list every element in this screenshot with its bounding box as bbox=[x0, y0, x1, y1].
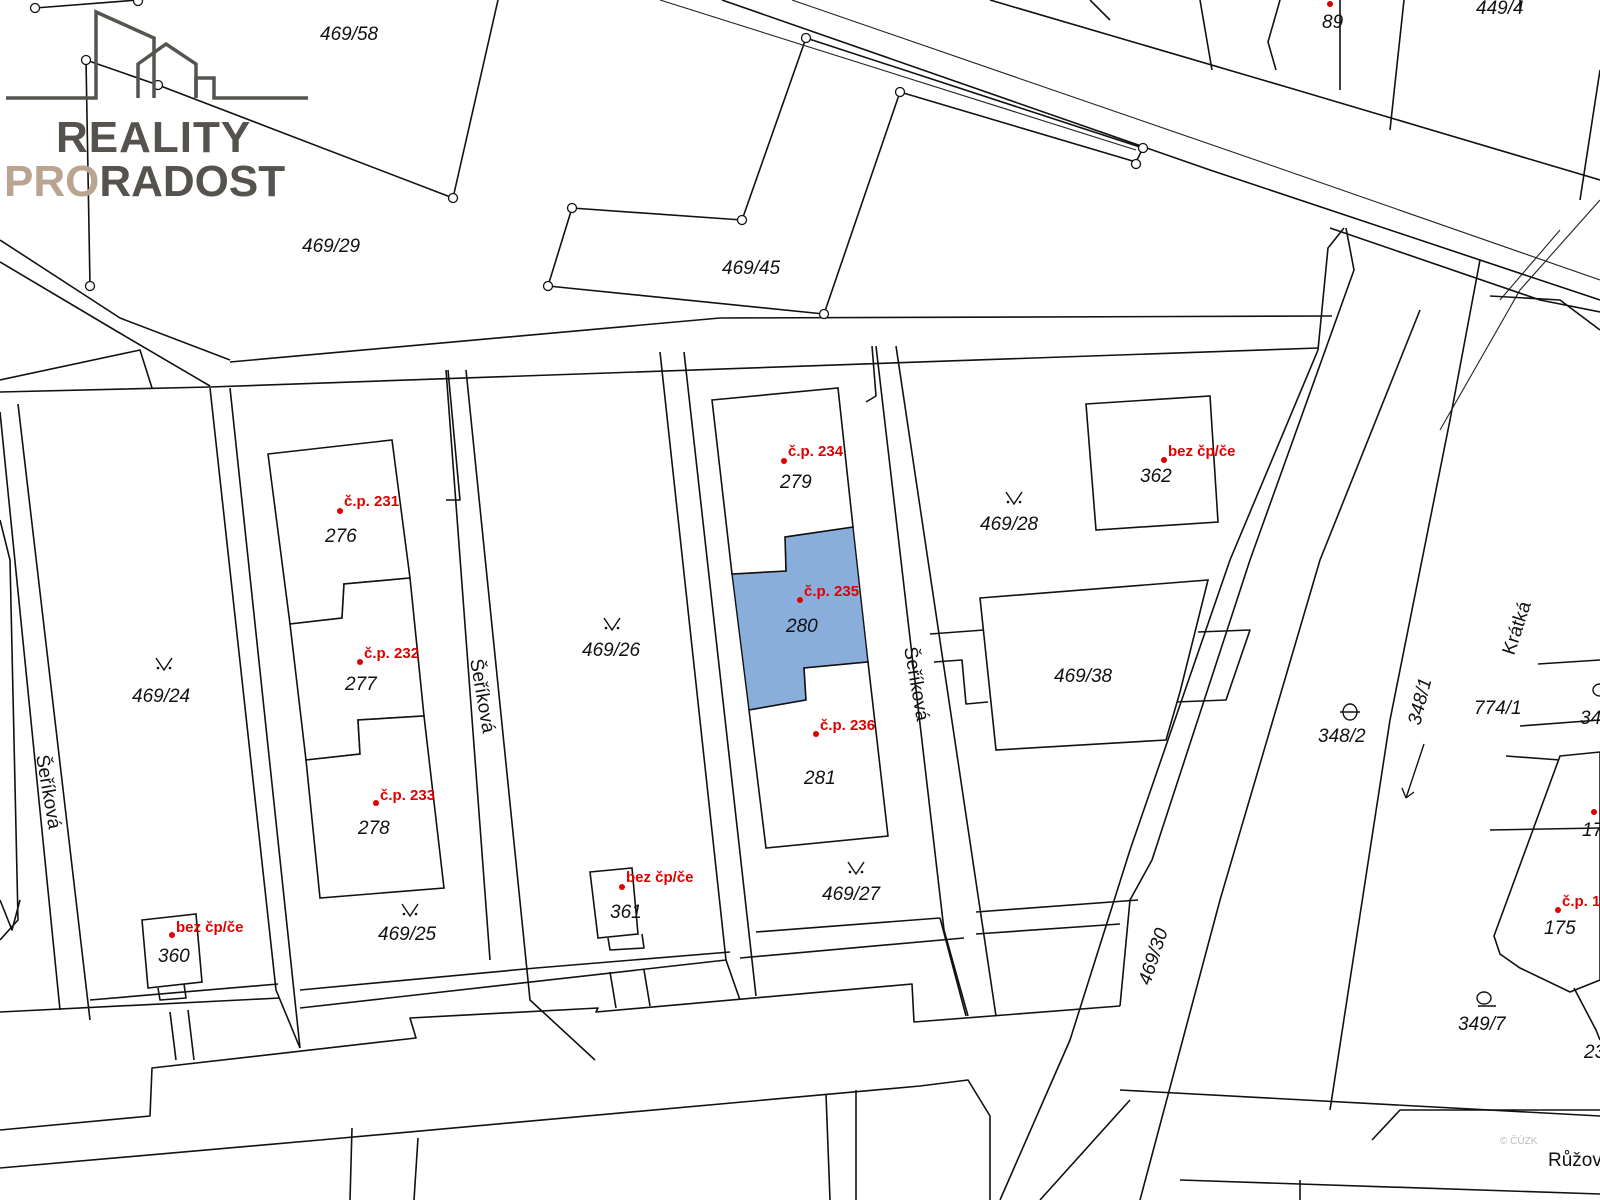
house-number-label[interactable]: bez čp/če bbox=[1168, 443, 1236, 460]
house-number-labels: č.p. 234 č.p. 235 č.p. 236 č.p. 231 č.p.… bbox=[176, 443, 1600, 936]
parcel-label[interactable]: 23 bbox=[1583, 1042, 1600, 1063]
parcel-label[interactable]: 469/27 bbox=[822, 884, 882, 905]
land-use-symbols bbox=[155, 491, 1600, 1007]
street-label-ruzova[interactable]: Růžov bbox=[1548, 1150, 1600, 1171]
house-number-label[interactable]: č.p. 234 bbox=[788, 443, 844, 460]
parcel-label[interactable]: 276 bbox=[324, 526, 357, 547]
parcel-label[interactable]: 449/4 bbox=[1476, 0, 1524, 19]
parcel-label[interactable]: 361 bbox=[610, 902, 642, 923]
parcel-label[interactable]: 469/24 bbox=[132, 686, 190, 707]
house-number-label[interactable]: č.p. 232 bbox=[364, 645, 419, 662]
parcel-label[interactable]: 279 bbox=[779, 472, 812, 493]
building-279[interactable] bbox=[711, 387, 854, 575]
company-logo: REALITY PRORADOST bbox=[4, 9, 308, 206]
parcel-label[interactable]: 349/7 bbox=[1458, 1014, 1507, 1035]
logo-text-reality: REALITY bbox=[56, 113, 251, 162]
address-points bbox=[169, 1, 1597, 938]
parcel-label[interactable]: 469/30 bbox=[1135, 925, 1173, 987]
building-360[interactable] bbox=[141, 913, 203, 989]
house-number-label[interactable]: č.p. 235 bbox=[804, 583, 859, 600]
parcel-label[interactable]: 469/29 bbox=[302, 236, 361, 257]
logo-text-pro: PRO bbox=[4, 157, 99, 206]
building-278[interactable] bbox=[305, 715, 445, 899]
street-label-serikova[interactable]: Šeříková bbox=[899, 645, 934, 723]
road-upper bbox=[0, 315, 1333, 393]
survey-points bbox=[29, 0, 1149, 320]
parcel-label[interactable]: 345 bbox=[1580, 708, 1600, 729]
parcel-label[interactable]: 469/25 bbox=[378, 924, 437, 945]
parcel-label[interactable]: 278 bbox=[357, 818, 390, 839]
parcel-label[interactable]: 348/1 bbox=[1404, 676, 1436, 727]
parcel-lines-right-block bbox=[929, 395, 1219, 751]
parcel-label[interactable]: 277 bbox=[344, 674, 378, 695]
parcel-label[interactable]: 774/1 bbox=[1474, 698, 1522, 719]
house-number-label[interactable]: bez čp/če bbox=[626, 869, 694, 886]
parcel-label[interactable]: 17 bbox=[1582, 820, 1600, 841]
house-number-label[interactable]: č.p. 231 bbox=[344, 493, 399, 510]
parcel-lines-top-middle bbox=[547, 0, 1144, 315]
parcel-lines-right-edge bbox=[1489, 659, 1600, 1041]
parcel-label[interactable]: 469/26 bbox=[582, 640, 641, 661]
parcel-label[interactable]: 348/2 bbox=[1318, 726, 1366, 747]
street-strips bbox=[0, 345, 1139, 1061]
parcel-label[interactable]: 89 bbox=[1322, 12, 1344, 33]
parcel-label[interactable]: 281 bbox=[803, 768, 836, 789]
svg-text:PRORADOST: PRORADOST bbox=[4, 157, 285, 206]
house-number-label[interactable]: č.p. 236 bbox=[820, 717, 875, 734]
house-number-label[interactable]: č.p. 233 bbox=[380, 787, 435, 804]
parcel-label[interactable]: 469/45 bbox=[722, 258, 781, 279]
building-361[interactable] bbox=[589, 867, 639, 939]
parcel-label[interactable]: 469/38 bbox=[1054, 666, 1113, 687]
logo-text-radost: RADOST bbox=[99, 157, 285, 206]
map-credit: © ČÚZK bbox=[1500, 1134, 1538, 1147]
road-lower bbox=[0, 983, 1600, 1200]
parcel-label[interactable]: 362 bbox=[1140, 466, 1172, 487]
house-number-label[interactable]: bez čp/če bbox=[176, 919, 244, 936]
parcel-label[interactable]: 469/28 bbox=[980, 514, 1039, 535]
parcel-label[interactable]: 280 bbox=[785, 616, 818, 637]
road-diagonal bbox=[999, 199, 1600, 1200]
house-number-label[interactable]: č.p. 1 bbox=[1562, 893, 1600, 910]
building-281[interactable] bbox=[748, 661, 889, 849]
buildings bbox=[141, 387, 889, 1001]
parcel-label[interactable]: 360 bbox=[158, 946, 190, 967]
parcel-label[interactable]: 469/58 bbox=[320, 24, 379, 45]
road-top-right bbox=[721, 0, 1600, 301]
parcel-label[interactable]: 175 bbox=[1544, 918, 1576, 939]
street-label-kratka[interactable]: Krátká bbox=[1499, 598, 1536, 657]
